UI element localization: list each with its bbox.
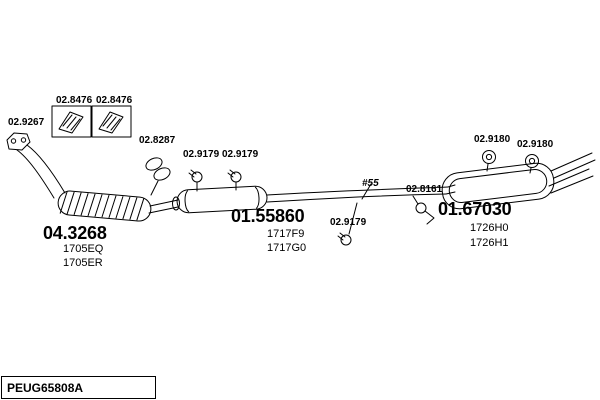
bracket-b-drawing	[91, 105, 132, 138]
ref-front-silencer-2: 1705ER	[63, 257, 103, 269]
part-label-clamp-c: 02.9179	[330, 217, 367, 228]
front-pipe-drawing	[16, 144, 66, 199]
part-label-ring-a: 02.9180	[474, 134, 511, 145]
ref-centre-silencer-2: 1717G0	[267, 242, 307, 254]
centre-silencer-drawing	[176, 185, 268, 214]
part-number-rear-silencer: 01.67030	[438, 199, 512, 219]
bracket-a-drawing	[51, 105, 92, 138]
ref-rear-silencer-2: 1726H1	[470, 237, 509, 249]
part-label-clamp-b: 02.9179	[222, 149, 259, 160]
part-number-centre-silencer: 01.55860	[231, 206, 305, 226]
front-flange-drawing	[6, 132, 31, 151]
front-silencer-drawing	[57, 190, 152, 222]
ref-rear-silencer-1: 1726H0	[470, 222, 509, 234]
pipe-diameter-note: #55	[362, 178, 379, 189]
link-pipe-drawing	[148, 196, 180, 214]
rear-pipe-drawing	[266, 183, 449, 203]
rear-bracket-drawing	[412, 195, 435, 225]
ref-front-silencer-1: 1705EQ	[63, 243, 104, 255]
part-label-clamp-a: 02.9179	[183, 149, 220, 160]
clamp-b-drawing	[227, 169, 242, 191]
clamp-a-drawing	[188, 169, 203, 192]
mounting-ring-a-drawing	[482, 150, 496, 172]
part-number-front-silencer: 04.3268	[43, 223, 107, 243]
rear-silencer-drawing	[441, 162, 555, 210]
part-label-ring-b: 02.9180	[517, 139, 554, 150]
drawing-code-box: PEUG65808A	[1, 376, 156, 399]
part-label-bracket-b: 02.8476	[96, 95, 133, 106]
part-label-rubber-hanger: 02.8287	[139, 135, 176, 146]
clamp-c-drawing	[337, 202, 358, 246]
part-label-bracket-a: 02.8476	[56, 95, 93, 106]
part-label-rear-bracket: 02.8161	[406, 184, 443, 195]
ref-centre-silencer-1: 1717F9	[267, 228, 305, 240]
part-label-flange-gasket: 02.9267	[8, 117, 45, 128]
tailpipe-drawing	[548, 152, 596, 194]
mounting-ring-b-drawing	[525, 154, 539, 174]
drawing-code: PEUG65808A	[7, 380, 84, 395]
rubber-hanger-drawing	[145, 157, 171, 196]
